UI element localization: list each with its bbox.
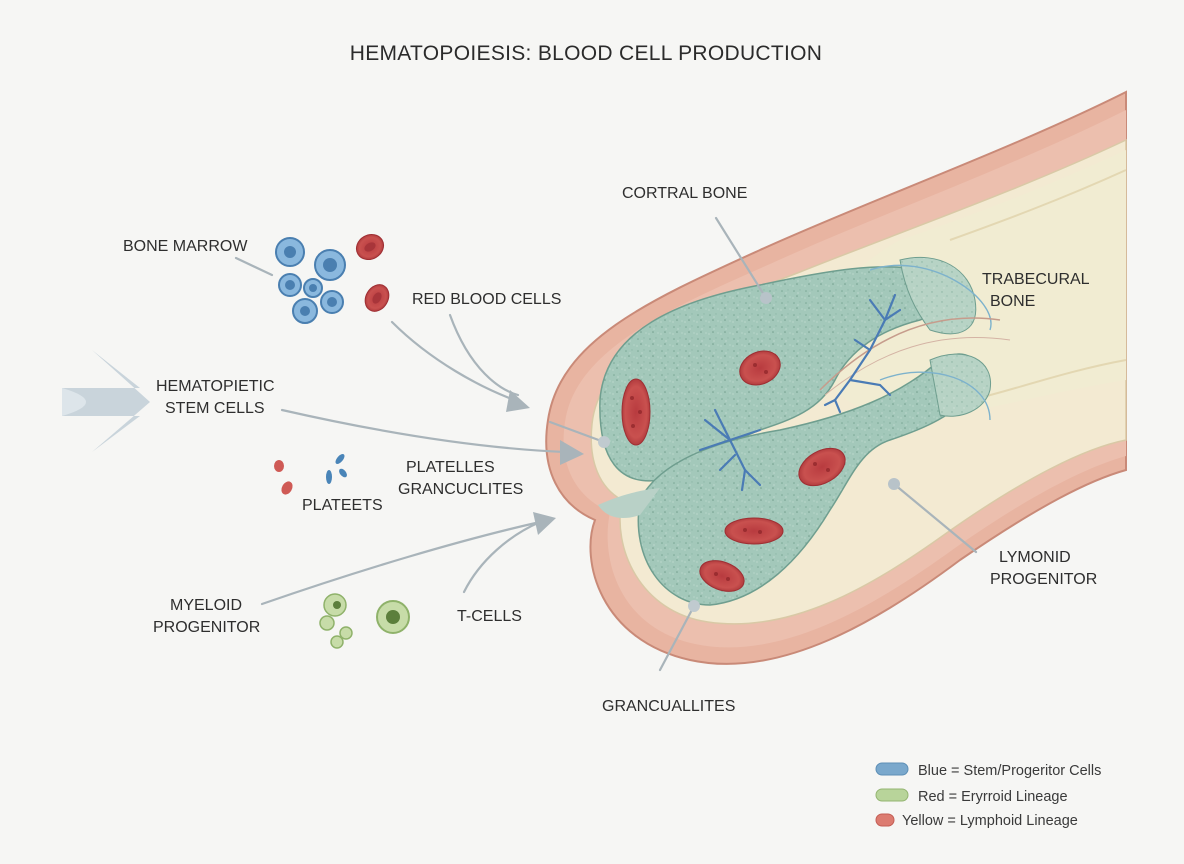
diagram-title: HEMATOPOIESIS: BLOOD CELL PRODUCTION — [350, 42, 823, 65]
label-myeloid-line2: PROGENITOR — [153, 619, 260, 636]
legend-swatch-green — [875, 788, 909, 802]
label-bone-marrow: BONE MARROW — [123, 238, 248, 255]
label-trabecural-line1: TRABECURAL — [982, 271, 1090, 288]
legend: Blue = Stem/Progeritor Cells Red = Eryrr… — [875, 762, 1101, 829]
label-hsc-line2: STEM CELLS — [165, 400, 265, 417]
label-cortral-bone: CORTRAL BONE — [622, 185, 747, 202]
label-red-blood-cells: RED BLOOD CELLS — [412, 291, 561, 308]
red-blood-cells — [355, 233, 390, 312]
label-platelles-line2: GRANCUCLITES — [398, 481, 523, 498]
legend-item-red: Yellow = Lymphoid Lineage — [902, 813, 1078, 829]
long-bone — [545, 90, 1127, 665]
label-lymonid-line2: PROGENITOR — [990, 571, 1097, 588]
label-myeloid-line1: MYELOID — [170, 597, 242, 614]
bone-marrow-cells — [275, 237, 346, 324]
blood-vessels — [698, 293, 902, 492]
label-plateets: PLATEETS — [302, 497, 383, 514]
legend-item-blue: Blue = Stem/Progeritor Cells — [918, 763, 1101, 779]
marrow-red-cells — [621, 350, 846, 592]
myeloid-cells — [319, 593, 410, 649]
legend-swatch-blue — [875, 762, 909, 776]
label-t-cells: T-CELLS — [457, 608, 522, 625]
label-platelles-line1: PLATELLES — [406, 459, 495, 476]
label-lymonid-line1: LYMONID — [999, 549, 1071, 566]
legend-swatch-red — [875, 813, 895, 827]
label-hsc-line1: HEMATOPIETIC — [156, 378, 275, 395]
label-trabecural-line2: BONE — [990, 293, 1035, 310]
leader-lines — [234, 216, 978, 672]
platelets — [274, 454, 347, 495]
input-arrow-icon — [62, 350, 150, 452]
label-grancuallites: GRANCUALLITES — [602, 698, 735, 715]
legend-item-green: Red = Eryrroid Lineage — [918, 789, 1068, 805]
